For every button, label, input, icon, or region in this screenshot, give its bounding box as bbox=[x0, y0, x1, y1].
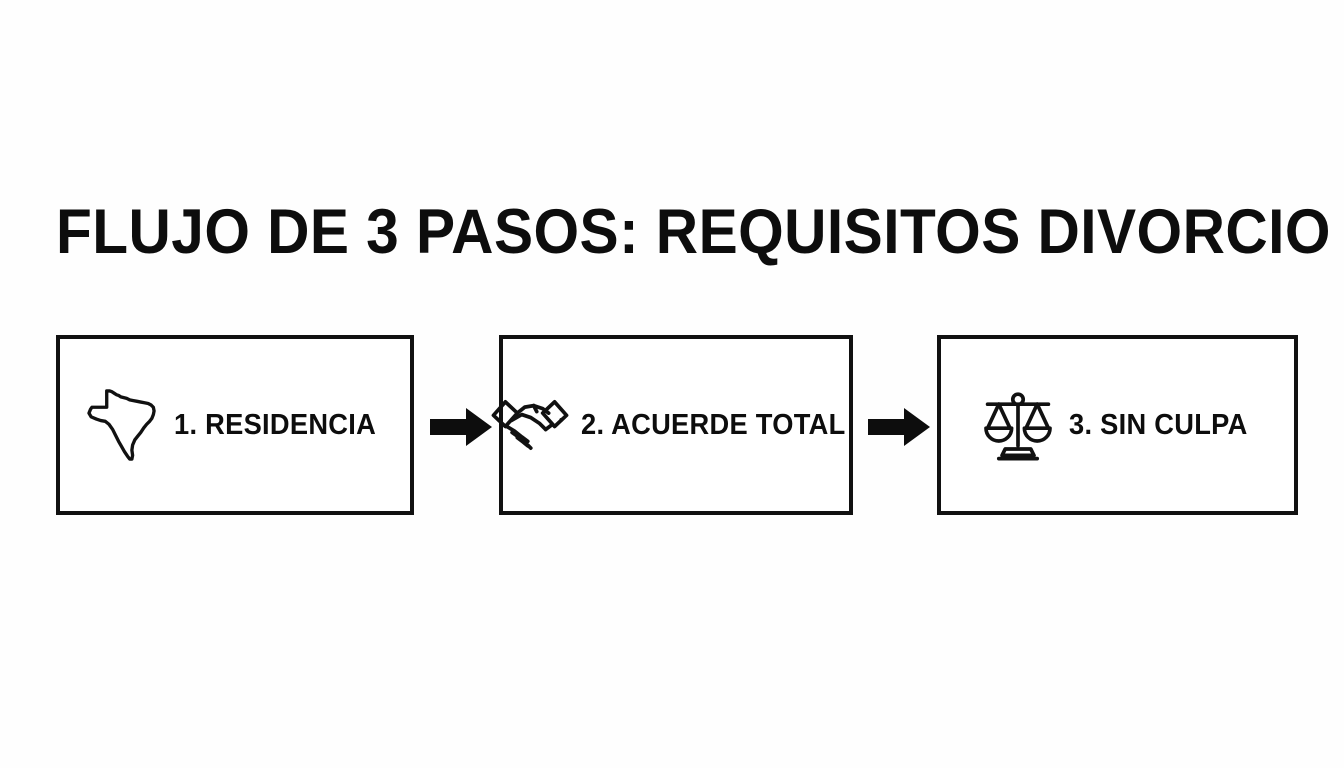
step-box-3[interactable]: 3. SIN CULPA bbox=[937, 335, 1298, 515]
page-title: FLUJO DE 3 PASOS: REQUISITOS DIVORCIO bbox=[56, 197, 1331, 267]
balance-scales-icon bbox=[977, 384, 1059, 466]
step-2-content: 2. ACUERDE TOTAL bbox=[489, 384, 862, 466]
step-3-content: 3. SIN CULPA bbox=[977, 384, 1259, 466]
step-2-label: 2. ACUERDE TOTAL bbox=[581, 408, 846, 441]
handshake-icon bbox=[489, 384, 571, 466]
arrow-right-icon-1 bbox=[430, 407, 492, 447]
step-1-label: 1. RESIDENCIA bbox=[173, 408, 376, 441]
step-box-1[interactable]: 1. RESIDENCIA bbox=[56, 335, 414, 515]
three-step-flow: 1. RESIDENCIA bbox=[0, 335, 1344, 517]
step-3-label: 3. SIN CULPA bbox=[1068, 408, 1248, 441]
step-box-2[interactable]: 2. ACUERDE TOTAL bbox=[491, 335, 853, 515]
texas-state-outline-icon bbox=[82, 384, 164, 466]
step-1-content: 1. RESIDENCIA bbox=[82, 384, 389, 466]
arrow-right-icon-2 bbox=[868, 407, 930, 447]
